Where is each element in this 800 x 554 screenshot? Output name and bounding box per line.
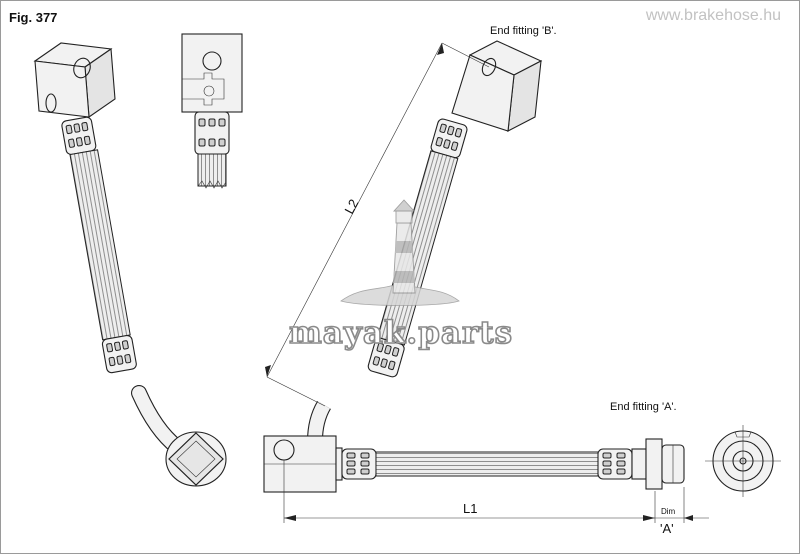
left-hose-view [33,42,227,487]
dim-label: Dim [661,507,676,516]
dim-a-label: 'A' [660,521,674,536]
end-fitting-b [451,40,543,132]
dimension-a: Dim 'A' [655,487,709,536]
end-fitting-a [631,438,685,490]
lower-block-fitting [263,435,343,493]
fitting-a-end-view [705,425,781,497]
left-block-fitting [33,42,116,118]
watermark-logo [340,199,460,306]
dimension-l2: L2 [265,42,490,407]
l2-label: L2 [341,197,361,217]
left-lower-nut [165,431,227,487]
figure-title: Fig. 377 [9,10,57,25]
right-hose-view [263,40,781,497]
l1-label: L1 [463,501,477,516]
website-url: www.brakehose.hu [645,7,781,24]
end-fitting-b-label: End fitting 'B'. [490,25,557,37]
dimension-l1: L1 [283,460,656,523]
watermark-text: mayak.parts [289,315,513,351]
end-fitting-a-label: End fitting 'A'. [610,401,677,413]
center-detail-view [181,33,243,189]
